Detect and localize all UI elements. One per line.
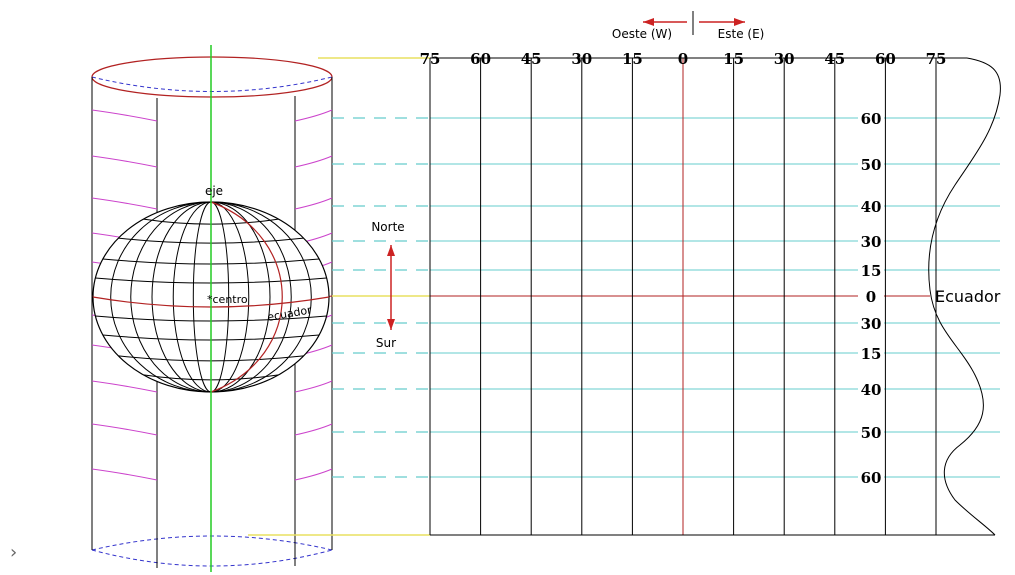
latitude-labels: 60 50 40 30 15 0 30 15 40 50 60: [858, 109, 884, 487]
west-arrow-head: [643, 18, 654, 26]
latitude-label-bg: [858, 287, 884, 304]
latitude-label: 60: [861, 110, 882, 128]
longitude-label: 45: [824, 50, 845, 68]
longitude-label: 75: [420, 50, 441, 68]
cylinder-parallel: [91, 197, 158, 210]
map-wavy-edge: [928, 57, 1001, 536]
latitude-label-bg: [858, 314, 884, 331]
latitude-label-bg: [858, 109, 884, 126]
projection-cylinder: [91, 56, 333, 568]
cylinder-parallel: [91, 109, 158, 122]
cylinder-parallel: [294, 423, 333, 436]
latitude-label-bg: [858, 261, 884, 278]
chevron-right-icon[interactable]: ›: [10, 542, 17, 563]
longitude-label: 15: [622, 50, 643, 68]
longitude-label: 15: [723, 50, 744, 68]
cylinder-top-rim-back: [91, 76, 333, 92]
longitude-labels: 75 60 45 30 15 0 15 30 45 60 75: [420, 50, 947, 68]
latitude-label: 40: [861, 381, 882, 399]
latitude-label: 15: [861, 345, 882, 363]
east-west-indicator: Oeste (W) Este (E): [612, 11, 764, 41]
latitude-label-bg: [858, 155, 884, 172]
latitude-label: 0: [866, 288, 876, 306]
projection-map: 75 60 45 30 15 0 15 30 45 60 75 60 50 40 30 15 0 30 15 40 5…: [332, 50, 1001, 536]
south-label: Sur: [376, 336, 396, 350]
latitude-label: 30: [861, 315, 882, 333]
axis-label: eje: [205, 184, 223, 198]
latitude-label-bg: [858, 423, 884, 440]
east-label: Este (E): [718, 27, 765, 41]
south-arrow-head: [387, 319, 395, 330]
north-south-indicator: Norte Sur: [371, 220, 404, 350]
latitude-label-bg: [858, 380, 884, 397]
latitude-label: 50: [861, 424, 882, 442]
longitude-label: 60: [875, 50, 896, 68]
cylinder-parallel: [294, 109, 333, 122]
latitude-label: 15: [861, 262, 882, 280]
cylinder-bottom-rim-back: [91, 535, 333, 551]
latitude-label-bg: [858, 197, 884, 214]
latitude-label: 50: [861, 156, 882, 174]
cylinder-parallel: [91, 423, 158, 436]
longitude-label: 30: [774, 50, 795, 68]
latitude-label: 60: [861, 469, 882, 487]
cylinder-bottom-rim-front: [91, 549, 333, 567]
latitude-label: 40: [861, 198, 882, 216]
cylinder-parallel: [91, 380, 158, 393]
cylinder-parallel: [294, 197, 333, 210]
cylinder-parallel: [91, 468, 158, 481]
east-arrow-head: [734, 18, 745, 26]
north-label: Norte: [371, 220, 404, 234]
longitude-label: 45: [521, 50, 542, 68]
latitude-label-bg: [858, 232, 884, 249]
longitude-label: 75: [926, 50, 947, 68]
map-equator-label: Ecuador: [935, 287, 1001, 306]
latitude-label-bg: [858, 344, 884, 361]
map-meridians: [429, 58, 937, 535]
latitude-label: 30: [861, 233, 882, 251]
map-parallels: [332, 117, 1000, 478]
west-label: Oeste (W): [612, 27, 672, 41]
latitude-label-bg: [858, 468, 884, 485]
center-label: *centro: [207, 293, 248, 306]
longitude-label: 60: [470, 50, 491, 68]
globe-prime-meridian: [210, 201, 283, 393]
north-arrow-head: [387, 245, 395, 256]
cylinder-parallel: [294, 468, 333, 481]
cylinder-parallel: [91, 155, 158, 168]
cylinder-parallel: [294, 380, 333, 393]
longitude-label: 0: [678, 50, 688, 68]
longitude-label: 30: [571, 50, 592, 68]
cylinder-parallel: [294, 155, 333, 168]
